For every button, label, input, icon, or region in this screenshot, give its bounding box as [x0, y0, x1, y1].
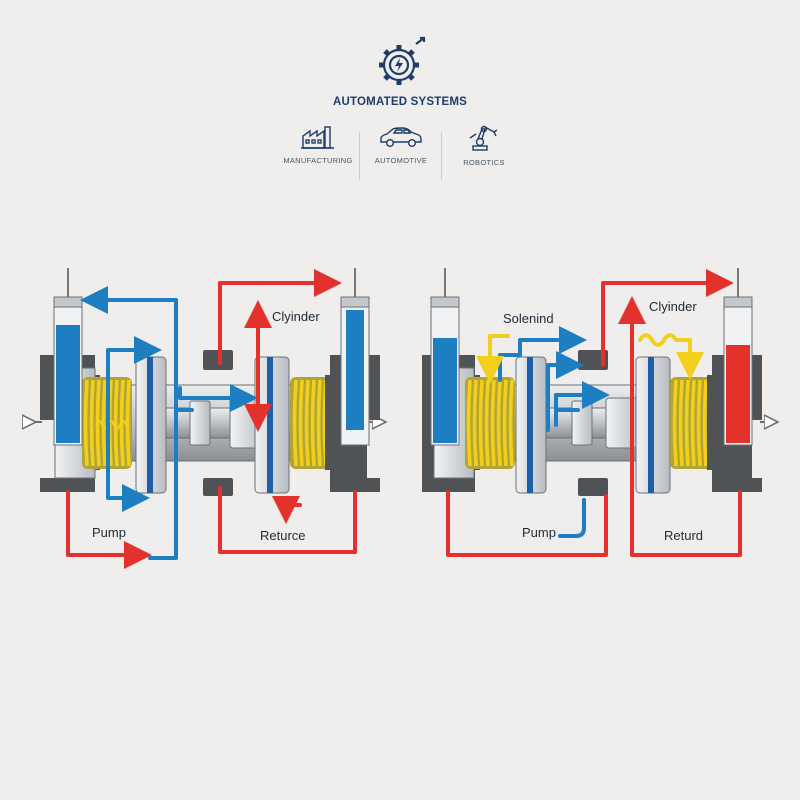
actuator-diagrams: Pump Clyinder Returce — [0, 268, 800, 569]
yellow-signal-lines — [476, 333, 704, 384]
blue-flow-lines — [80, 286, 258, 560]
brand-title: AUTOMATED SYSTEMS — [333, 96, 467, 108]
left-cylinder-label: Clyinder — [272, 309, 320, 324]
factory-icon — [301, 126, 334, 149]
signal-wave — [94, 419, 128, 431]
top-mount — [578, 350, 608, 370]
category-label: MANUFACTURING — [283, 156, 353, 165]
left-reservoir — [430, 268, 460, 446]
gear-lightning-icon — [379, 36, 426, 85]
divider — [359, 132, 360, 180]
right-cylinder-label: Clyinder — [649, 299, 697, 314]
red-flow-lines — [446, 269, 742, 557]
right-return-label: Returd — [664, 528, 703, 543]
category-label: AUTOMOTIVE — [374, 156, 428, 165]
left-actuator-diagram: Pump Clyinder Returce — [30, 268, 380, 569]
left-return-label: Returce — [260, 528, 306, 543]
robot-arm-icon — [469, 125, 498, 151]
left-coil — [465, 377, 515, 469]
category-manufacturing[interactable]: MANUFACTURING — [268, 124, 368, 184]
divider — [441, 132, 442, 180]
category-robotics[interactable]: ROBOTICS — [434, 124, 534, 184]
right-reservoir — [723, 268, 753, 446]
category-automotive[interactable]: AUTOMOTIVE — [351, 124, 451, 184]
bottom-mount — [578, 478, 608, 496]
right-solenoid-label: Solenind — [503, 311, 554, 326]
left-reservoir — [53, 268, 83, 446]
left-pump-label: Pump — [92, 525, 126, 540]
header: AUTOMATED SYSTEMS MANUFACTURING AUTOMOTI… — [0, 0, 800, 200]
red-flow-lines — [66, 269, 357, 569]
category-label: ROBOTICS — [463, 158, 505, 167]
car-icon — [380, 127, 422, 147]
right-pump-label: Pump — [522, 525, 556, 540]
bottom-mount — [203, 478, 233, 496]
right-reservoir — [340, 268, 370, 446]
right-actuator-diagram: Solenind Clyinder Pump Returd — [422, 268, 772, 557]
